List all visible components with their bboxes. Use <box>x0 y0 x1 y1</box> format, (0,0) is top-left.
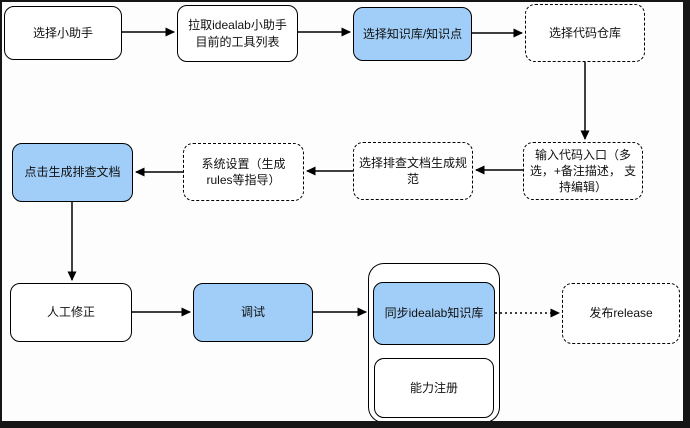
node-label: 系统设置（生成rules等指导） <box>201 156 286 187</box>
frame-edge-bottom <box>0 421 690 428</box>
node-release: 发布release <box>562 283 680 344</box>
node-input-entry: 输入代码入口（多选，+备注描述， 支持编辑） <box>523 142 643 200</box>
node-label: 能力注册 <box>409 380 458 395</box>
node-label: 选择代码仓库 <box>548 25 621 40</box>
node-fetch-tools: 拉取idealab小助手目前的工具列表 <box>177 5 298 62</box>
node-system-settings: 系统设置（生成rules等指导） <box>183 143 304 201</box>
node-manual-fix: 人工修正 <box>10 283 132 342</box>
node-select-repo: 选择代码仓库 <box>525 4 645 62</box>
node-label: 点击生成排查文档 <box>24 165 121 180</box>
frame-edge-left <box>0 0 2 428</box>
frame-edge-top <box>0 0 690 2</box>
node-click-generate: 点击生成排查文档 <box>12 143 133 202</box>
node-label: 调试 <box>240 305 265 320</box>
node-label: 拉取idealab小助手目前的工具列表 <box>188 18 287 49</box>
node-label: 选择知识库/知识点 <box>362 26 463 41</box>
node-label: 发布release <box>589 306 653 321</box>
node-label: 选择小助手 <box>32 25 93 40</box>
node-label: 同步idealab知识库 <box>384 306 484 321</box>
node-capability-register: 能力注册 <box>374 358 494 418</box>
node-label: 输入代码入口（多选，+备注描述， 支持编辑） <box>529 147 637 195</box>
node-label: 人工修正 <box>46 305 95 320</box>
node-debug: 调试 <box>193 283 313 342</box>
node-sync-idealab: 同步idealab知识库 <box>373 282 495 345</box>
node-label: 选择排查文档生成规范 <box>359 155 468 186</box>
node-select-knowledge: 选择知识库/知识点 <box>353 7 472 61</box>
node-select-spec: 选择排查文档生成规范 <box>353 142 473 200</box>
node-select-assistant: 选择小助手 <box>4 6 122 60</box>
frame-edge-right <box>683 0 690 428</box>
